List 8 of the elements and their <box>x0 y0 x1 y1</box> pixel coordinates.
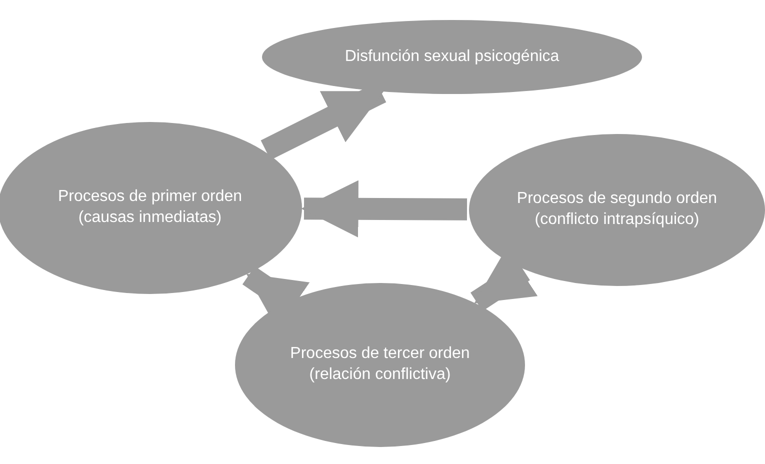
node-text: Disfunción sexual psicogénica <box>344 46 560 67</box>
node-text: (relación conflictiva) <box>309 365 451 385</box>
arrow <box>301 180 468 238</box>
node-text: Procesos de segundo orden <box>516 189 718 210</box>
node-text: Procesos de primer orden <box>58 187 242 208</box>
node-text: Procesos de tercer orden <box>290 344 470 364</box>
node-text: (causas inmediatas) <box>78 208 222 228</box>
node-text: (conflicto intrapsíquico) <box>534 210 700 230</box>
